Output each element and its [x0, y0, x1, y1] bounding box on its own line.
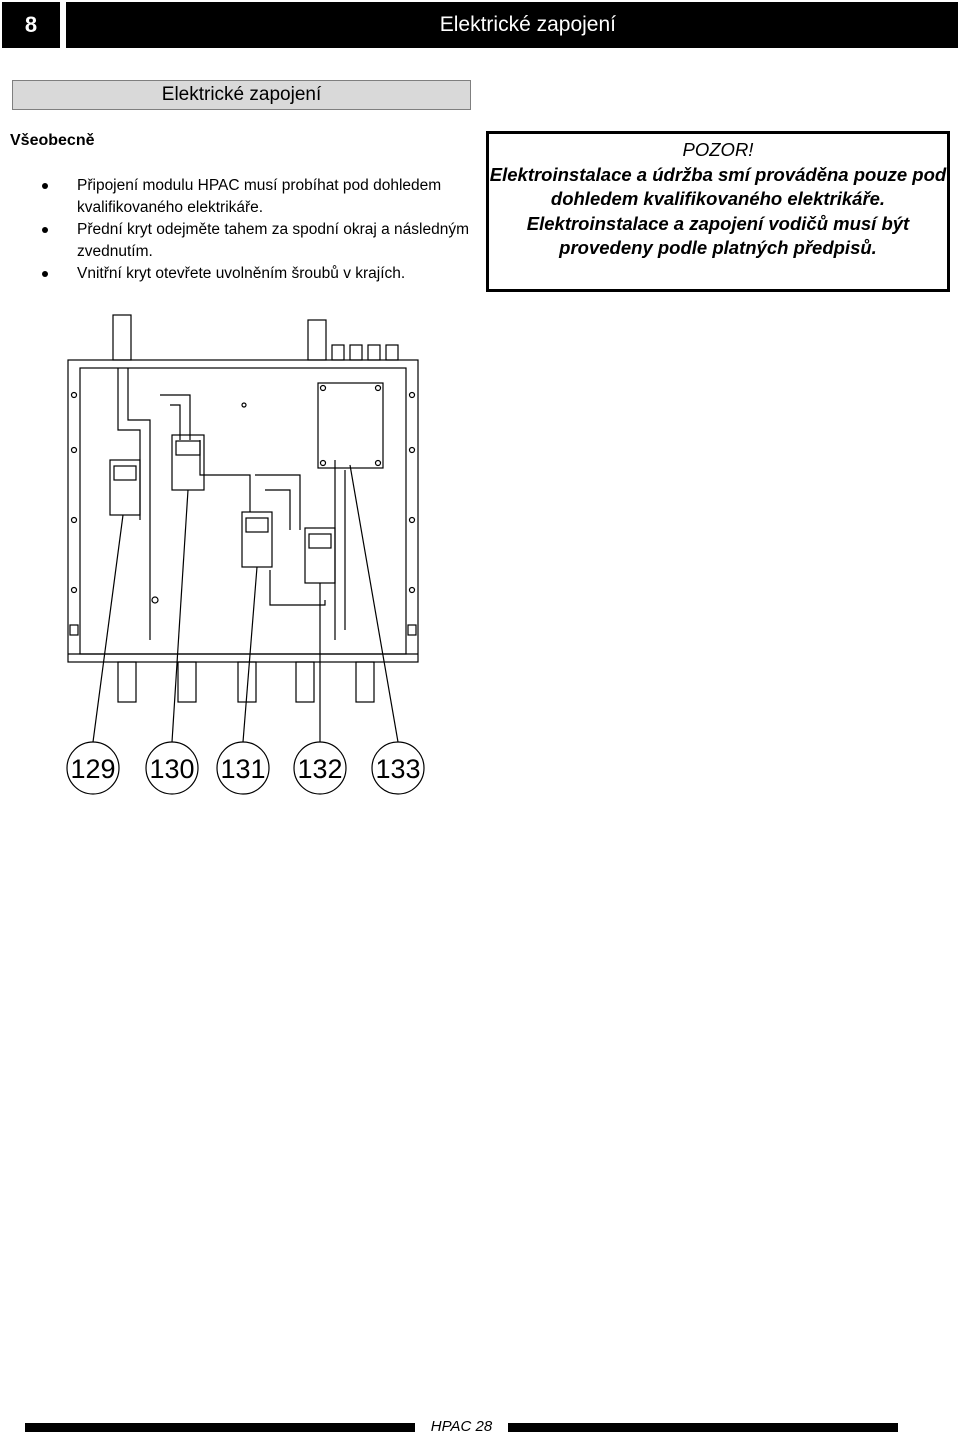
- bullet-item: Připojení modulu HPAC musí probíhat pod …: [40, 175, 480, 219]
- header-title: Elektrické zapojení: [66, 2, 958, 48]
- section-title: Elektrické zapojení: [12, 80, 471, 110]
- hpac-wiring-diagram: 129 130 131 132 133: [66, 314, 425, 795]
- bullet-item: Vnitřní kryt otevřete uvolněním šroubů v…: [40, 263, 480, 285]
- bullet-item: Přední kryt odejměte tahem za spodní okr…: [40, 219, 480, 263]
- footer-text: HPAC 28: [430, 1418, 493, 1435]
- footer-rule-right: [508, 1423, 898, 1432]
- callout-label: 133: [375, 754, 420, 784]
- general-bullet-list: Připojení modulu HPAC musí probíhat pod …: [40, 175, 480, 285]
- callout-label: 129: [70, 754, 115, 784]
- general-heading: Všeobecně: [10, 132, 95, 149]
- warning-box: POZOR! Elektroinstalace a údržba smí pro…: [486, 131, 950, 292]
- footer-rule-left: [25, 1423, 415, 1432]
- callout-label: 130: [149, 754, 194, 784]
- page-number: 8: [2, 2, 60, 48]
- callout-label: 132: [297, 754, 342, 784]
- callout-label: 131: [220, 754, 265, 784]
- warning-label: POZOR!: [682, 139, 754, 160]
- warning-text: Elektroinstalace a údržba smí prováděna …: [489, 163, 947, 259]
